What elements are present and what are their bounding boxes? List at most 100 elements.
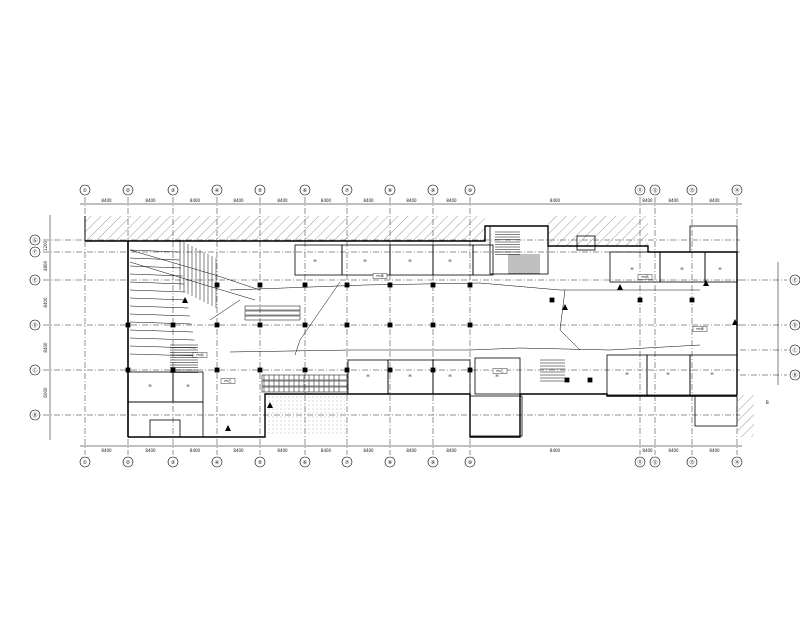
equipment-marker [732, 319, 738, 325]
dimension-value: 1200 [43, 240, 48, 251]
room-tag: M [625, 372, 628, 376]
column [387, 322, 393, 328]
room-partitions [125, 225, 738, 438]
column [214, 322, 220, 328]
room-tag: M [408, 374, 411, 378]
door-tag-box [372, 273, 388, 279]
room-tag: M [718, 267, 721, 271]
curved-row [129, 249, 261, 291]
dimension-value: 8400 [101, 198, 112, 203]
dimension-value: 8400 [446, 448, 457, 453]
dimension-value: 8400 [233, 198, 244, 203]
door-tag: FM乙 [496, 368, 503, 373]
axis-bubble-bottom [384, 456, 396, 468]
route-lower [229, 344, 701, 353]
axis-bubble-top-label: ⑨ [431, 188, 435, 194]
column [257, 367, 263, 373]
column [564, 377, 570, 383]
dimension-value: 8400 [101, 448, 112, 453]
dimension-value: 8400 [190, 448, 201, 453]
door-tag-box [692, 326, 708, 332]
axis-bubble-top-label: ⑧ [388, 188, 393, 194]
dimension-value: 8400 [550, 448, 561, 453]
axis-bubble-right-label: Ⓔ [792, 277, 797, 284]
door-tag-box [192, 352, 208, 358]
seat-row [129, 281, 185, 285]
column [302, 322, 308, 328]
door-tag-box [637, 274, 653, 280]
dimension-value: 4800 [43, 260, 48, 271]
axis-bubble-top [464, 184, 476, 196]
column [125, 322, 131, 328]
dimension-value: 8400 [277, 448, 288, 453]
axis-bubble-bottom [649, 456, 661, 468]
axis-bubble-top-label: ③ [171, 188, 175, 194]
axis-bubble-bottom [122, 456, 134, 468]
axis-bubble-top [254, 184, 266, 196]
axis-bubble-top-label: ⑪ [637, 187, 642, 194]
dimension-text: 8400 8400 8400 8400 8400 8400 8400 8400 8400 8400… [43, 198, 720, 453]
room-tag: M [313, 259, 316, 263]
door-tag-box [220, 378, 236, 384]
room-small [689, 225, 738, 253]
axis-bubble-top [384, 184, 396, 196]
door-tag-box [492, 368, 508, 374]
axis-bubble-right [789, 344, 800, 356]
route-main [229, 282, 700, 291]
axis-bubble-bottom [254, 456, 266, 468]
axis-bubble-top-label: ⑫ [652, 187, 657, 194]
axis-bubble-bottom-label: ⑭ [734, 459, 739, 466]
column [214, 367, 220, 373]
dimension-value: 8400 [668, 198, 679, 203]
axis-bubble-right-label: Ⓑ [792, 372, 797, 379]
axis-bubble-bottom-label: ⑪ [637, 459, 642, 466]
dimension-value: 8400 [145, 198, 156, 203]
axis-bubble-top [731, 184, 743, 196]
axis-bubble-top [686, 184, 698, 196]
dimension-value: 8400 [363, 448, 374, 453]
escalator [261, 386, 348, 393]
axis-bubble-top [211, 184, 223, 196]
seat-row [129, 337, 195, 341]
room-tag: M [366, 374, 369, 378]
axis-bubble-bottom-label: ⑫ [652, 459, 657, 466]
room-top [294, 244, 343, 276]
room-tag: M [680, 267, 683, 271]
column [125, 367, 131, 373]
column [257, 282, 263, 288]
dimension-value: 8400 [233, 448, 244, 453]
escalator [244, 315, 301, 321]
dimension-value: 8400 [190, 198, 201, 203]
equipment-marker [267, 402, 273, 408]
axis-bubble-left-label: Ⓑ [32, 412, 37, 419]
column [302, 282, 308, 288]
axis-bubble-top [649, 184, 661, 196]
dimension-value: 8400 [43, 342, 48, 353]
column [387, 367, 393, 373]
room-southwest [127, 401, 204, 438]
column [637, 297, 643, 303]
room-small [576, 235, 596, 251]
hatch-band-top-right [548, 216, 648, 246]
room-tag: M [710, 372, 713, 376]
equipment-marker [225, 425, 231, 431]
column [387, 282, 393, 288]
dimension-value: 8400 [321, 198, 332, 203]
seat-row [129, 321, 192, 325]
seat-row [129, 329, 194, 333]
dimension-value: 8400 [642, 198, 653, 203]
axis-bubble-left [29, 319, 41, 331]
column [689, 297, 695, 303]
wall-south [128, 393, 737, 438]
seat-row [129, 305, 189, 309]
axis-bubble-top [122, 184, 134, 196]
room-south-core [469, 395, 523, 437]
axis-bubble-top [299, 184, 311, 196]
axis-bubble-bottom [167, 456, 179, 468]
column [214, 282, 220, 288]
wall-west [85, 240, 129, 437]
axis-bubble-top-label: ⑥ [303, 188, 308, 194]
seat-row [129, 265, 182, 269]
room-bottom [432, 359, 471, 395]
